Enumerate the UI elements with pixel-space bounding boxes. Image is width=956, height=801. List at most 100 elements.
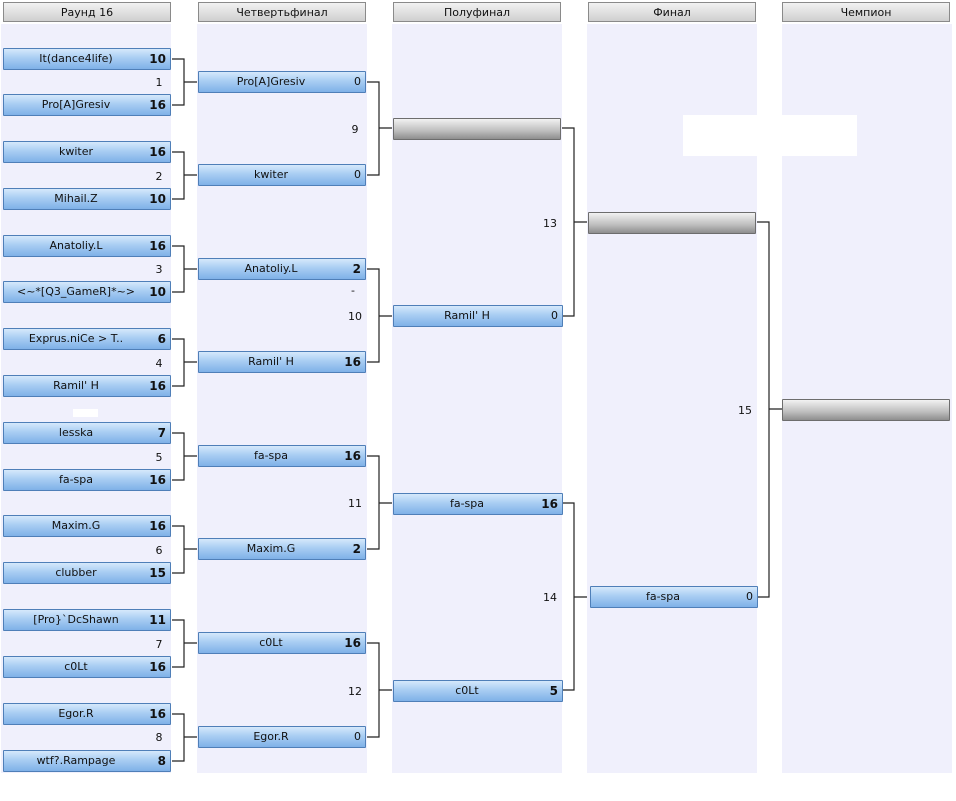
r16-slot[interactable]: lesska 7 [3, 422, 171, 444]
player-name: Ramil' H [248, 355, 294, 368]
final-slot[interactable]: fa-spa 0 [590, 586, 758, 608]
player-name: It(dance4life) [39, 52, 113, 65]
sf-slot[interactable]: fa-spa 16 [393, 493, 563, 515]
champion-slot-empty[interactable] [782, 399, 950, 421]
player-score: 0 [354, 168, 361, 181]
player-name: c0Lt [64, 660, 88, 673]
r16-slot[interactable]: fa-spa 16 [3, 469, 171, 491]
player-name: Ramil' H [53, 379, 99, 392]
player-name: kwiter [253, 168, 289, 181]
match-number: 5 [155, 451, 163, 464]
qf-slot[interactable]: Ramil' H 16 [198, 351, 366, 373]
qf-slot[interactable]: kwiter 0 [198, 164, 366, 186]
blank-patch [683, 115, 857, 156]
r16-slot[interactable]: wtf?.Rampage 8 [3, 750, 171, 772]
player-name: Egor.R [253, 730, 289, 743]
qf-slot[interactable]: Maxim.G 2 [198, 538, 366, 560]
player-score: 6 [157, 332, 166, 346]
player-score: 16 [149, 707, 166, 721]
r16-slot[interactable]: kwiter 16 [3, 141, 171, 163]
player-name: Egor.R [58, 707, 94, 720]
player-score: 16 [149, 519, 166, 533]
header-champion: Чемпион [782, 2, 950, 22]
header-round16: Раунд 16 [3, 2, 171, 22]
player-name: kwiter [58, 145, 94, 158]
match-number: 6 [155, 544, 163, 557]
r16-slot[interactable]: It(dance4life) 10 [3, 48, 171, 70]
player-score: 2 [352, 262, 361, 276]
match-number: 10 [348, 310, 362, 323]
player-name: c0Lt [259, 636, 283, 649]
header-final: Финал [588, 2, 756, 22]
match-number: 7 [155, 638, 163, 651]
player-name: Exprus.niCe > T.. [28, 332, 124, 345]
player-name: Anatoliy.L [244, 262, 298, 275]
player-score: 7 [157, 426, 166, 440]
r16-slot[interactable]: Egor.R 16 [3, 703, 171, 725]
r16-slot[interactable]: clubber 15 [3, 562, 171, 584]
player-name: Pro[A]Gresiv [41, 98, 111, 111]
player-score: 11 [149, 613, 166, 627]
player-name: Pro[A]Gresiv [236, 75, 306, 88]
match-number: 15 [738, 404, 752, 417]
player-name: c0Lt [455, 684, 479, 697]
player-score: 16 [149, 660, 166, 674]
match-number: 13 [543, 217, 557, 230]
player-score: 16 [149, 379, 166, 393]
sf-slot-empty[interactable] [393, 118, 561, 140]
player-name: lesska [58, 426, 94, 439]
r16-slot[interactable]: c0Lt 16 [3, 656, 171, 678]
r16-slot[interactable]: [Pro}`DcShawn 11 [3, 609, 171, 631]
r16-slot[interactable]: Mihail.Z 10 [3, 188, 171, 210]
player-score: 16 [541, 497, 558, 511]
r16-slot[interactable]: Ramil' H 16 [3, 375, 171, 397]
match-number: 3 [155, 263, 163, 276]
qf-slot[interactable]: Anatoliy.L 2 [198, 258, 366, 280]
player-name: Maxim.G [246, 542, 296, 555]
sf-slot[interactable]: Ramil' H 0 [393, 305, 563, 327]
player-score: 0 [354, 75, 361, 88]
blank-patch [73, 409, 98, 417]
match-number: 11 [348, 497, 362, 510]
match-number: 12 [348, 685, 362, 698]
qf-slot[interactable]: Egor.R 0 [198, 726, 366, 748]
player-score: 16 [149, 239, 166, 253]
player-score: 10 [149, 192, 166, 206]
player-name: clubber [55, 566, 97, 579]
sf-slot[interactable]: c0Lt 5 [393, 680, 563, 702]
player-score: 16 [149, 473, 166, 487]
match-number: 4 [155, 357, 163, 370]
player-score: 16 [344, 355, 361, 369]
player-score: 0 [354, 730, 361, 743]
column-semi-bg [392, 24, 562, 773]
player-score: 8 [157, 754, 166, 768]
qf-slot[interactable]: fa-spa 16 [198, 445, 366, 467]
player-name: fa-spa [449, 497, 485, 510]
match-dash: - [351, 284, 355, 297]
player-name: fa-spa [253, 449, 289, 462]
qf-slot[interactable]: c0Lt 16 [198, 632, 366, 654]
qf-slot[interactable]: Pro[A]Gresiv 0 [198, 71, 366, 93]
match-number: 8 [155, 731, 163, 744]
player-score: 2 [352, 542, 361, 556]
r16-slot[interactable]: Maxim.G 16 [3, 515, 171, 537]
player-score: 10 [149, 285, 166, 299]
r16-slot[interactable]: Anatoliy.L 16 [3, 235, 171, 257]
final-slot-empty[interactable] [588, 212, 756, 234]
player-score: 15 [149, 566, 166, 580]
r16-slot[interactable]: <~*[Q3_GameR]*~> 10 [3, 281, 171, 303]
match-number: 2 [155, 170, 163, 183]
player-name: Maxim.G [51, 519, 101, 532]
match-number: 1 [155, 76, 163, 89]
player-score: 0 [746, 590, 753, 603]
player-name: wtf?.Rampage [36, 754, 116, 767]
player-score: 5 [549, 684, 558, 698]
player-name: Ramil' H [444, 309, 490, 322]
match-number: 9 [351, 123, 359, 136]
r16-slot[interactable]: Exprus.niCe > T.. 6 [3, 328, 171, 350]
r16-slot[interactable]: Pro[A]Gresiv 16 [3, 94, 171, 116]
player-score: 16 [344, 636, 361, 650]
player-name: Mihail.Z [54, 192, 98, 205]
match-number: 14 [543, 591, 557, 604]
